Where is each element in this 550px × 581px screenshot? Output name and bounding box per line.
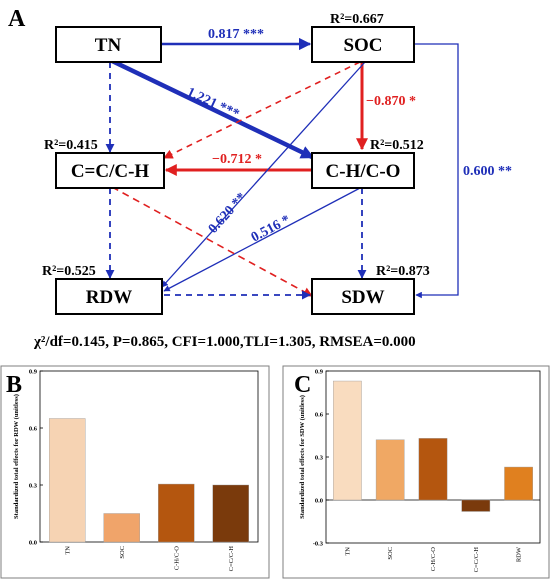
r2-rdw: R²=0.525 <box>42 264 96 279</box>
panel-c-letter: C <box>294 372 311 398</box>
coef-tn-ch: 1.221 *** <box>184 85 241 122</box>
y-tick-label: 0.0 <box>29 540 37 547</box>
bar-rdw <box>504 466 533 501</box>
y-tick-label: 0.6 <box>29 426 38 433</box>
model-fit-stats: χ²/df=0.145, P=0.865, CFI=1.000,TLI=1.30… <box>33 334 416 350</box>
coef-soc-sdw: 0.600 ** <box>463 164 512 179</box>
panel-a-letter: A <box>8 6 26 32</box>
panel-b-letter: B <box>6 372 22 398</box>
x-tick-label: RDW <box>516 546 523 562</box>
bar-c-c-c-h <box>461 499 491 512</box>
node-soc: SOC <box>311 26 415 63</box>
coef-ch-rdw: 0.516 * <box>249 213 293 246</box>
bar-tn <box>49 418 86 543</box>
x-tick-label: C-H/C-O <box>430 547 437 572</box>
edge-soc-rdw <box>161 61 366 288</box>
node-cc: C=C/C-H <box>55 152 165 189</box>
x-tick-label: C=C/C-H <box>473 547 480 573</box>
node-cc-label: C=C/C-H <box>71 161 150 182</box>
path-edges <box>105 37 459 300</box>
coef-soc-ch: −0.870 * <box>366 94 416 109</box>
y-axis-label: Standardized total effects for RDW (unit… <box>13 394 20 519</box>
bar-soc <box>103 513 140 543</box>
panel-b: B Standardized total effects for RDW (un… <box>0 365 270 579</box>
y-tick-label: 0.6 <box>315 412 324 419</box>
bar-c-c-c-h <box>212 484 249 543</box>
chart-b: Standardized total effects for RDW (unit… <box>13 369 259 572</box>
node-ch: C-H/C-O <box>311 152 415 189</box>
plot-frame <box>39 370 259 543</box>
x-tick-label: TN <box>344 547 351 556</box>
coef-ch-cc: −0.712 * <box>212 152 262 167</box>
bar-c-h-c-o <box>158 483 195 543</box>
coef-tn-soc: 0.817 *** <box>208 27 264 42</box>
x-tick-label: SOC <box>119 546 126 559</box>
chart-c: Standardized total effects for SDW (unit… <box>299 369 541 573</box>
y-tick-label: 0.3 <box>315 455 324 462</box>
edge-cc-sdw <box>111 186 313 297</box>
y-tick-label: 0.3 <box>29 483 38 490</box>
edge-ch-rdw <box>163 186 363 292</box>
y-tick-label: 0.9 <box>29 369 38 376</box>
edge-soc-sdw <box>414 43 459 299</box>
edge-tn-ch <box>109 57 315 160</box>
node-soc-label: SOC <box>343 35 382 56</box>
x-tick-label: TN <box>64 546 71 555</box>
x-tick-label: C=C/C-H <box>228 546 235 572</box>
coef-soc-rdw: 0.620 ** <box>206 190 250 236</box>
bar-tn <box>333 380 362 501</box>
node-ch-label: C-H/C-O <box>326 161 401 182</box>
edge-soc-cc <box>163 61 361 159</box>
node-tn: TN <box>55 26 162 63</box>
r2-soc: R²=0.667 <box>330 12 384 27</box>
y-tick-label: 0.9 <box>315 369 324 376</box>
y-tick-label: 0.0 <box>315 498 323 505</box>
y-tick-label: -0.3 <box>313 541 324 548</box>
node-tn-label: TN <box>95 35 122 56</box>
node-sdw: SDW <box>311 278 415 315</box>
panel-c: C Standardized total effects for SDW (un… <box>282 365 550 579</box>
r2-cc: R²=0.415 <box>44 138 98 153</box>
node-rdw: RDW <box>55 278 163 315</box>
x-tick-label: C-H/C-O <box>173 546 180 571</box>
x-tick-label: SOC <box>387 547 394 560</box>
r2-ch: R²=0.512 <box>370 138 424 153</box>
r2-sdw: R²=0.873 <box>376 264 430 279</box>
node-rdw-label: RDW <box>86 287 132 308</box>
bar-c-h-c-o <box>418 438 448 501</box>
bar-soc <box>375 439 405 501</box>
y-axis-label: Standardized total effects for SDW (unit… <box>299 395 306 519</box>
node-sdw-label: SDW <box>341 287 384 308</box>
